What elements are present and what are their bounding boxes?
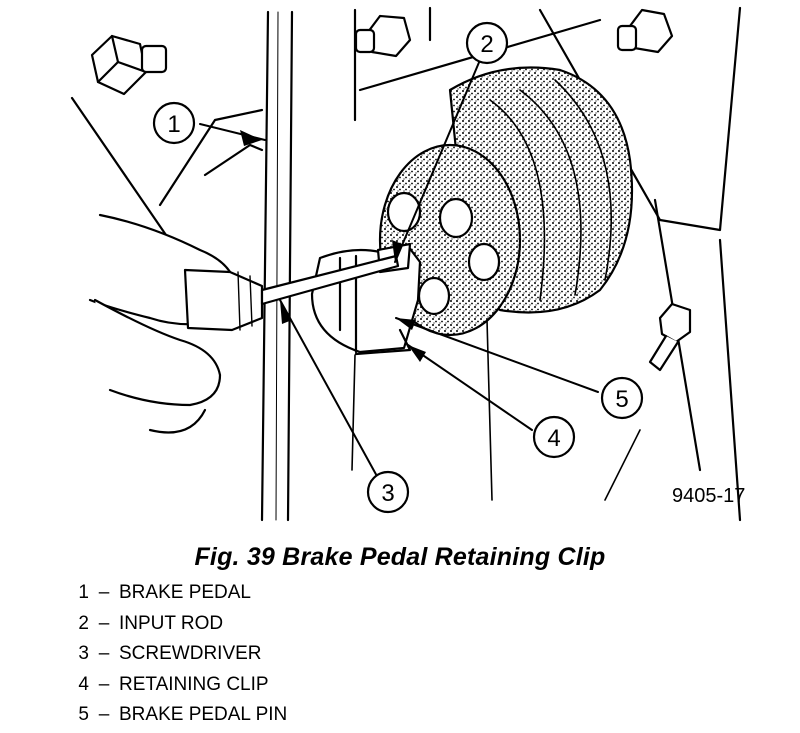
legend-item: 5–BRAKE PEDAL PIN xyxy=(75,702,287,733)
legend-item: 4–RETAINING CLIP xyxy=(75,672,287,703)
legend-item: 2–INPUT ROD xyxy=(75,611,287,642)
legend-item-number: 3 xyxy=(78,643,89,664)
hand-with-screwdriver xyxy=(88,213,400,434)
legend-dash: – xyxy=(98,704,110,725)
callout-3-number: 3 xyxy=(381,480,394,507)
parts-legend: 1–BRAKE PEDAL 2–INPUT ROD 3–SCREWDRIVER … xyxy=(75,580,287,733)
legend-dash: – xyxy=(98,643,110,664)
legend-item: 1–BRAKE PEDAL xyxy=(75,580,287,611)
callout-5-circle xyxy=(600,376,644,420)
legend-item: 3–SCREWDRIVER xyxy=(75,641,287,672)
legend-item-label: BRAKE PEDAL PIN xyxy=(119,704,288,725)
callout-1-circle xyxy=(152,101,196,145)
stud-top-right xyxy=(616,8,674,54)
callout-1-number: 1 xyxy=(167,111,180,138)
stud-top-center xyxy=(354,14,412,58)
figure-id: 9405-17 xyxy=(672,485,745,507)
legend-dash: – xyxy=(98,612,110,634)
callout-4-circle xyxy=(532,415,576,459)
legend-item-number: 4 xyxy=(78,673,89,695)
stud-lower-right xyxy=(648,302,692,372)
legend-item-number: 2 xyxy=(78,612,89,634)
callout-4-number: 4 xyxy=(547,425,560,452)
legend-item-label: BRAKE PEDAL xyxy=(119,582,251,603)
legend-item-number: 5 xyxy=(78,704,89,725)
legend-item-number: 1 xyxy=(78,582,89,603)
brake-pedal-illustration: 1 2 3 4 5 9405-17 xyxy=(70,6,745,522)
figure-caption: Fig. 39 Brake Pedal Retaining Clip xyxy=(194,543,606,571)
brake-pedal-arm xyxy=(260,10,294,522)
legend-item-label: INPUT ROD xyxy=(119,612,224,634)
legend-item-label: SCREWDRIVER xyxy=(119,643,262,664)
callout-2-circle xyxy=(465,21,509,65)
hex-bolt-top-left xyxy=(90,34,168,96)
legend-dash: – xyxy=(98,582,110,603)
callout-5-number: 5 xyxy=(615,386,628,413)
input-rod-clip-assembly xyxy=(310,242,422,356)
callout-2-number: 2 xyxy=(480,31,493,58)
legend-dash: – xyxy=(98,673,110,695)
callout-3-circle xyxy=(366,470,410,514)
callout-leaders xyxy=(199,59,599,479)
legend-item-label: RETAINING CLIP xyxy=(119,673,269,695)
